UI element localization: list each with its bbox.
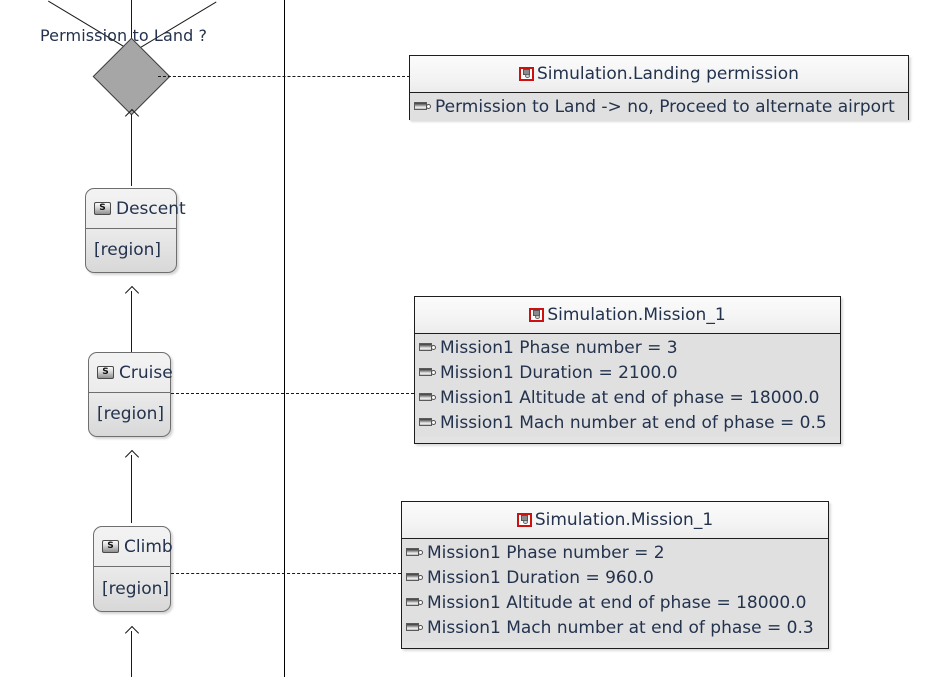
note-row: Mission1 Duration = 2100.0 [415, 360, 840, 385]
state-climb-region: [region] [102, 578, 170, 599]
state-icon: S [94, 202, 111, 215]
note-landing-permission-body: Permission to Land -> no, Proceed to alt… [410, 93, 908, 121]
note-row-text: Mission1 Phase number = 2 [427, 542, 665, 563]
note-row: Mission1 Duration = 960.0 [402, 565, 828, 590]
transition-arrowhead-cruise [124, 285, 140, 301]
simulation-icon [516, 513, 532, 527]
slot-icon [406, 547, 423, 558]
note-mission-1-cruise[interactable]: Simulation.Mission_1 Mission1 Phase numb… [414, 296, 841, 444]
swimlane-separator-line [284, 0, 285, 677]
state-cruise-name: Cruise [119, 362, 173, 383]
slot-icon [419, 367, 436, 378]
state-descent[interactable]: S Descent [region] [85, 188, 186, 273]
note-row-text: Mission1 Duration = 2100.0 [440, 362, 678, 383]
slot-icon [406, 572, 423, 583]
slot-icon [414, 101, 431, 112]
note-row: Mission1 Phase number = 3 [415, 335, 840, 360]
state-descent-region: [region] [94, 240, 162, 260]
note-row: Mission1 Altitude at end of phase = 1800… [402, 590, 828, 615]
state-climb[interactable]: S Climb [region] [93, 526, 173, 612]
note-row-text: Mission1 Mach number at end of phase = 0… [440, 412, 827, 433]
state-cruise-region: [region] [97, 404, 165, 424]
note-landing-permission-title: Simulation.Landing permission [537, 64, 799, 84]
state-climb-header: S Climb [94, 527, 173, 567]
note-mission-1-climb-title: Simulation.Mission_1 [534, 510, 714, 530]
state-cruise[interactable]: S Cruise [region] [88, 352, 173, 437]
note-row: Mission1 Mach number at end of phase = 0… [415, 410, 840, 435]
slot-icon [419, 417, 436, 428]
slot-icon [406, 597, 423, 608]
note-row-text: Mission1 Altitude at end of phase = 1800… [440, 387, 820, 408]
transition-cruise-to-descent [131, 291, 132, 353]
transition-into-climb [131, 631, 132, 677]
note-mission-1-climb-header: Simulation.Mission_1 [402, 502, 828, 539]
state-cruise-header: S Cruise [89, 353, 173, 393]
state-climb-name: Climb [124, 536, 173, 557]
transition-climb-to-cruise [131, 455, 132, 523]
state-descent-name: Descent [116, 198, 186, 219]
state-descent-body: [region] [86, 229, 176, 271]
note-mission-1-climb[interactable]: Simulation.Mission_1 Mission1 Phase numb… [401, 501, 829, 649]
state-icon: S [97, 366, 114, 379]
simulation-icon [519, 67, 535, 81]
slot-icon [419, 342, 436, 353]
simulation-icon [529, 308, 545, 322]
note-row: Mission1 Phase number = 2 [402, 540, 828, 565]
transition-descent-to-decision [131, 114, 132, 186]
slot-icon [406, 622, 423, 633]
state-icon: S [102, 540, 119, 553]
state-climb-body: [region] [94, 567, 170, 610]
note-anchor-line-2 [171, 393, 414, 394]
slot-icon [419, 392, 436, 403]
decision-node-label: Permission to Land ? [40, 26, 208, 45]
note-landing-permission[interactable]: Simulation.Landing permission Permission… [409, 55, 909, 121]
note-anchor-line-3 [171, 573, 401, 574]
note-mission-1-cruise-body: Mission1 Phase number = 3 Mission1 Durat… [415, 334, 840, 437]
note-landing-permission-header: Simulation.Landing permission [410, 56, 908, 93]
note-row-text: Mission1 Phase number = 3 [440, 337, 678, 358]
note-mission-1-cruise-header: Simulation.Mission_1 [415, 297, 840, 334]
note-row: Mission1 Mach number at end of phase = 0… [402, 615, 828, 640]
note-row: Mission1 Altitude at end of phase = 1800… [415, 385, 840, 410]
state-descent-header: S Descent [86, 189, 186, 229]
transition-arrowhead-climb [124, 449, 140, 465]
note-row-text: Mission1 Altitude at end of phase = 1800… [427, 592, 807, 613]
note-mission-1-climb-body: Mission1 Phase number = 2 Mission1 Durat… [402, 539, 828, 642]
note-mission-1-cruise-title: Simulation.Mission_1 [547, 305, 726, 325]
note-row: Permission to Land -> no, Proceed to alt… [410, 94, 908, 119]
note-anchor-line-1 [158, 76, 410, 77]
state-cruise-body: [region] [89, 393, 170, 435]
note-row-text: Mission1 Mach number at end of phase = 0… [427, 617, 814, 638]
transition-arrowhead-into-climb [124, 625, 140, 641]
note-row-text: Permission to Land -> no, Proceed to alt… [435, 96, 895, 117]
note-row-text: Mission1 Duration = 960.0 [427, 567, 654, 588]
incoming-transition-center [131, 0, 132, 55]
